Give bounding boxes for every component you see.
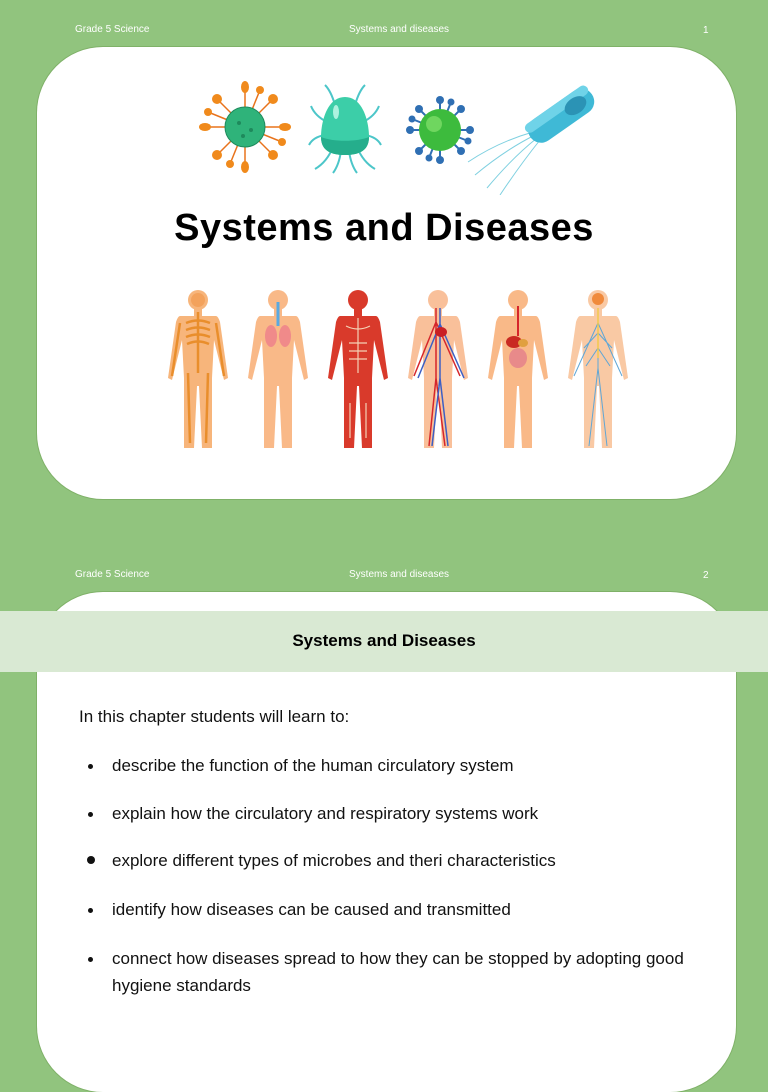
section-title: Systems and Diseases — [292, 631, 476, 650]
orange-spiked-virus-icon — [199, 81, 291, 173]
page-header-1: Grade 5 Science Systems and diseases 1 — [0, 20, 768, 40]
bullet-icon — [88, 764, 93, 769]
coronavirus-icon — [406, 96, 474, 164]
flagellated-bacterium-icon — [467, 85, 595, 195]
cover-page-card — [37, 47, 736, 499]
bullet-icon — [87, 856, 95, 864]
bullet-icon — [88, 957, 93, 962]
header-course: Grade 5 Science — [75, 569, 150, 580]
skeletal-system-icon — [168, 290, 228, 448]
circulatory-system-icon — [408, 290, 468, 448]
cover-title: Systems and Diseases — [174, 207, 594, 249]
microbes-illustration — [199, 81, 595, 195]
header-chapter: Systems and diseases — [349, 569, 450, 580]
section-title-band: Systems and Diseases — [0, 611, 768, 672]
bullet-icon — [88, 908, 93, 913]
page-header-2: Grade 5 Science Systems and diseases 2 — [0, 565, 768, 585]
objectives-page-card — [37, 592, 736, 1092]
muscular-system-icon — [328, 290, 388, 448]
header-course: Grade 5 Science — [75, 24, 150, 35]
page-number: 1 — [703, 25, 709, 36]
respiratory-system-icon — [248, 290, 308, 448]
bullet-icon — [88, 812, 93, 817]
intro-text: In this chapter students will learn to: — [79, 707, 350, 726]
tentacled-microbe-icon — [308, 84, 382, 174]
nervous-system-icon — [568, 290, 628, 448]
body-systems-illustration — [168, 290, 628, 448]
page-number: 2 — [703, 570, 709, 581]
header-chapter: Systems and diseases — [349, 24, 450, 35]
digestive-system-icon — [488, 290, 548, 448]
